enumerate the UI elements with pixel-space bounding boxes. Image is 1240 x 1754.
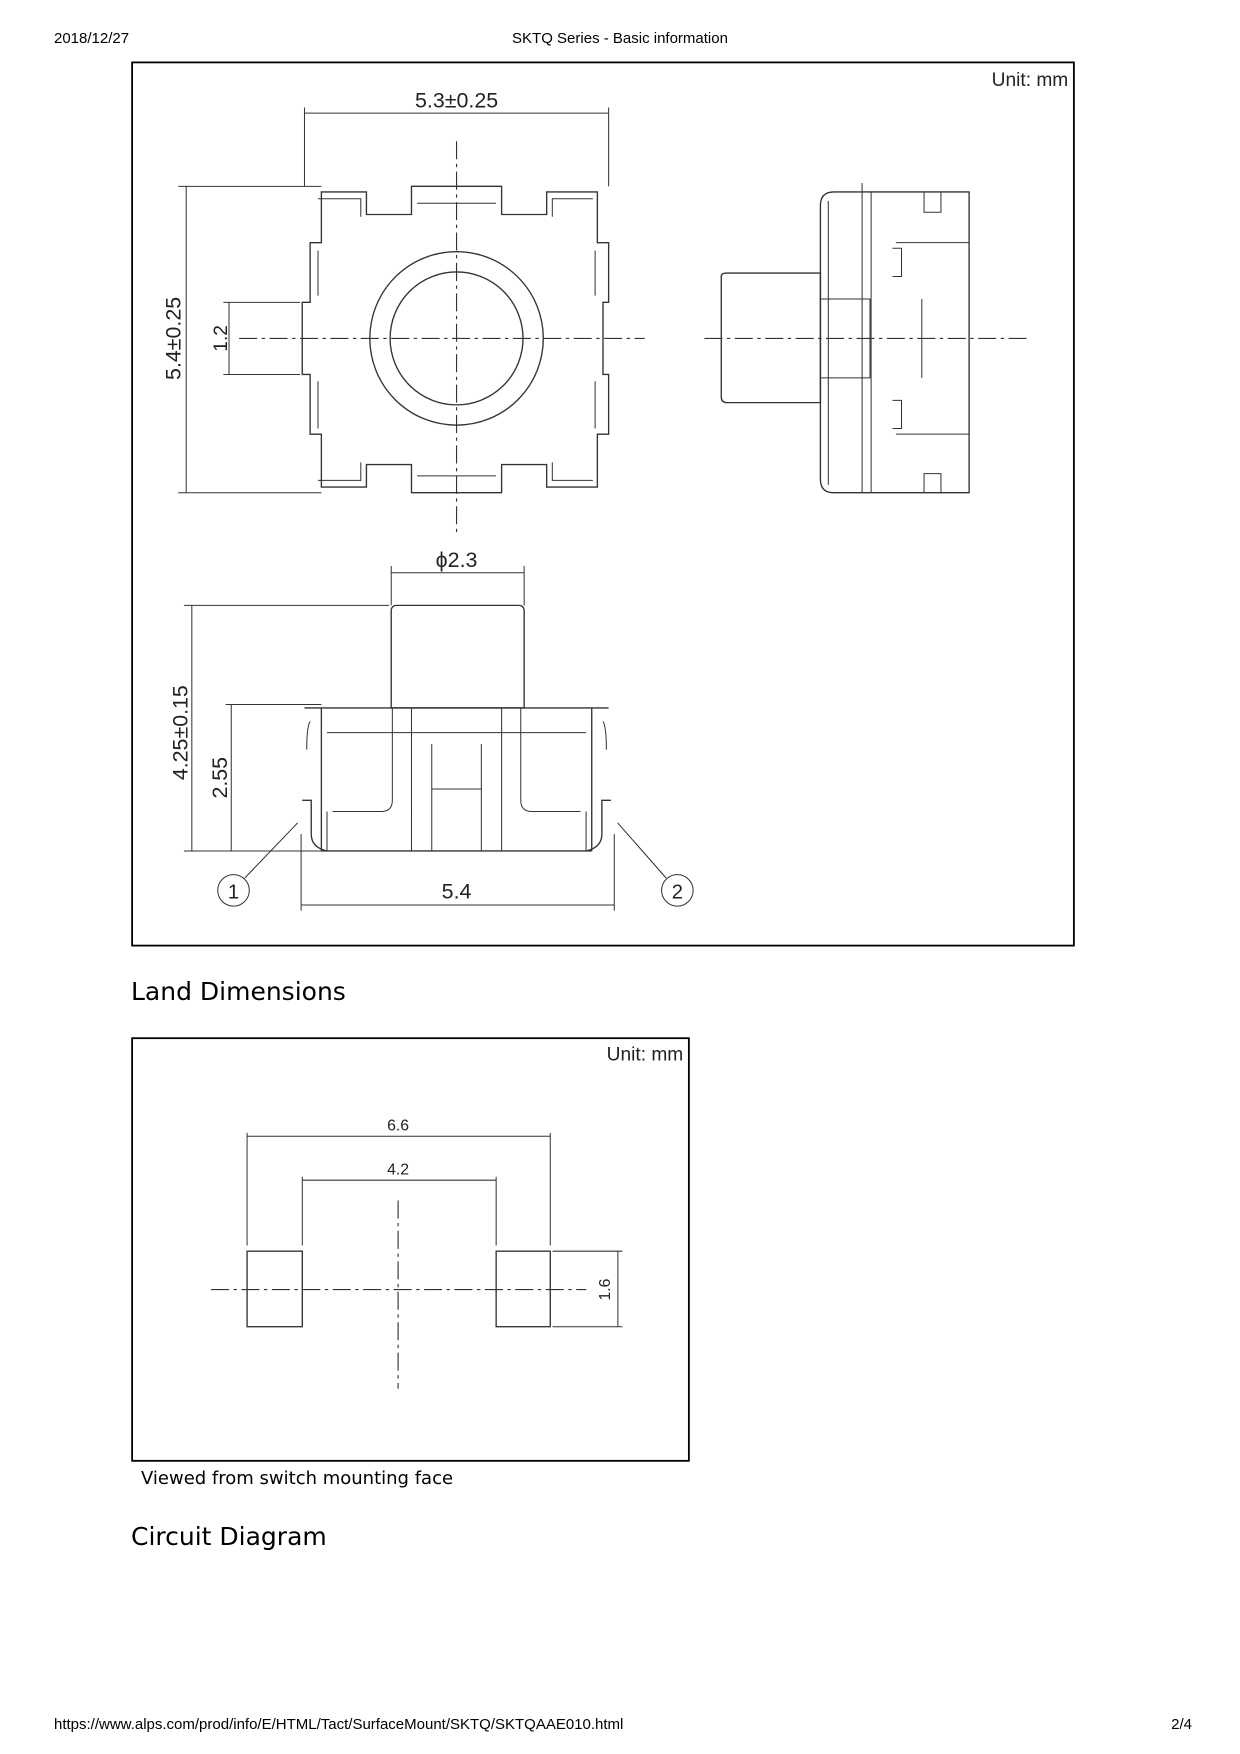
land-drawing: Unit: mm 6.6 4.2 1.6 [131, 1037, 690, 1462]
land-dimensions-heading: Land Dimensions [131, 977, 346, 1006]
terminal-2-label: 2 [672, 881, 683, 903]
pad-height-dimension: 1.6 [597, 1278, 614, 1300]
base-width-dimension: 5.4 [442, 879, 472, 903]
terminal-1-label: 1 [228, 881, 239, 903]
width-dimension: 5.3±0.25 [415, 88, 498, 112]
circuit-diagram-heading: Circuit Diagram [131, 1522, 327, 1551]
print-date: 2018/12/27 [54, 30, 130, 47]
land-unit-label: Unit: mm [607, 1045, 684, 1066]
inner-span-dimension: 4.2 [387, 1162, 409, 1179]
front-view: ϕ2.3 4.25±0.15 2.55 5.4 1 2 [168, 548, 694, 911]
top-view: 5.3±0.25 5.4±0.25 1.2 [162, 88, 645, 533]
stem-width-dimension: 1.2 [211, 325, 232, 352]
side-view [704, 182, 1032, 494]
page-number: 2/4 [1171, 1716, 1192, 1733]
page-url: https://www.alps.com/prod/info/E/HTML/Ta… [54, 1716, 624, 1733]
body-height-dimension: 2.55 [208, 757, 232, 799]
knob-diameter-dimension: ϕ2.3 [436, 548, 478, 572]
dimension-drawing: Unit: mm 5.3±0.25 5.4±0.25 1.2 ϕ2.3 4.25… [131, 61, 1075, 947]
land-caption: Viewed from switch mounting face [141, 1468, 454, 1489]
total-height-dimension: 4.25±0.15 [168, 685, 192, 780]
height-dimension: 5.4±0.25 [162, 297, 186, 380]
page-title: SKTQ Series - Basic information [512, 30, 728, 47]
outer-span-dimension: 6.6 [387, 1118, 409, 1135]
unit-label: Unit: mm [992, 70, 1069, 91]
